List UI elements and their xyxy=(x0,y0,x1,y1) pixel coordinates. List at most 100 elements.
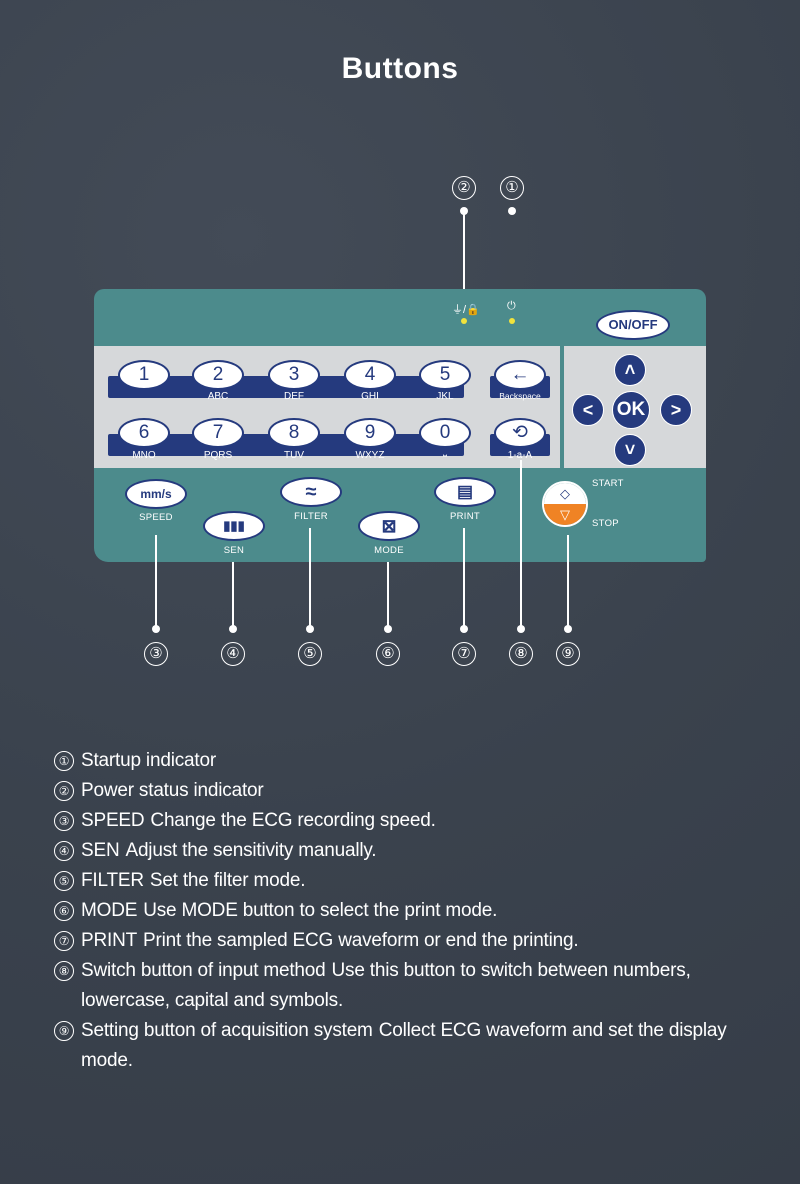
key-5[interactable]: 5 xyxy=(419,360,471,390)
input-switch-button[interactable]: ⟲ xyxy=(494,418,546,448)
key-0-space: ⎵ xyxy=(443,446,447,457)
legend-text: Set the filter mode. xyxy=(149,870,306,891)
key-7-letters: PQRS xyxy=(203,450,233,461)
legend-number: ④ xyxy=(54,841,74,861)
key-3-letters: DEF xyxy=(284,391,304,402)
filter-label: FILTER xyxy=(294,511,328,522)
page-title: Buttons xyxy=(341,52,459,85)
key-9[interactable]: 9 xyxy=(344,418,396,448)
key-5-letters: JKL xyxy=(436,391,454,402)
sen-button[interactable]: ▮▮▮ xyxy=(203,511,265,541)
ecg-control-panel: ⏚/🔒 ⏻ ON/OFF 1 2 3 4 5 ← ABC DEF GHI JKL… xyxy=(94,289,706,562)
legend-text: Startup indicator xyxy=(81,750,216,771)
callout-7-line xyxy=(463,528,465,629)
key-6-letters: MNO xyxy=(132,450,156,461)
key-7[interactable]: 7 xyxy=(192,418,244,448)
callout-8-line xyxy=(520,460,522,629)
key-0[interactable]: 0 xyxy=(419,418,471,448)
callout-3-line xyxy=(155,535,157,629)
filter-button[interactable]: ≈ xyxy=(280,477,342,507)
sen-label: SEN xyxy=(223,545,245,556)
callout-5-line xyxy=(309,528,311,629)
callout-8-dot xyxy=(517,625,525,633)
input-switch-label: 1-a-A xyxy=(507,450,533,461)
stop-icon[interactable]: ▽ xyxy=(544,504,586,525)
start-stop-button[interactable]: ◇ ▽ xyxy=(542,481,588,527)
legend-text: Power status indicator xyxy=(81,780,264,801)
button-legend: ① Startup indicator ② Power status indicat… xyxy=(54,746,754,1076)
startup-led xyxy=(509,318,515,324)
callout-3: ③ xyxy=(144,642,168,666)
legend-text: Change the ECG recording speed. xyxy=(150,810,436,831)
callout-4-dot xyxy=(229,625,237,633)
legend-item: ① Startup indicator xyxy=(54,746,754,776)
callout-4-line xyxy=(232,562,234,629)
callout-9-dot xyxy=(564,625,572,633)
power-status-symbol: ⏚/🔒 xyxy=(452,304,480,316)
legend-key: SEN xyxy=(81,840,120,861)
legend-item: ② Power status indicator xyxy=(54,776,754,806)
navigation-area: ˄ < OK > ˅ xyxy=(564,346,706,468)
legend-key: PRINT xyxy=(81,930,138,951)
key-4[interactable]: 4 xyxy=(344,360,396,390)
key-2-letters: ABC xyxy=(207,391,229,402)
start-icon[interactable]: ◇ xyxy=(544,483,586,504)
key-1[interactable]: 1 xyxy=(118,360,170,390)
down-arrow-button[interactable]: ˅ xyxy=(614,434,646,466)
callout-2-line xyxy=(463,213,465,299)
right-arrow-button[interactable]: > xyxy=(660,394,692,426)
print-button[interactable]: ▤ xyxy=(434,477,496,507)
legend-number: ⑦ xyxy=(54,931,74,951)
callout-5: ⑤ xyxy=(298,642,322,666)
start-label: START xyxy=(592,478,624,489)
legend-key: MODE xyxy=(81,900,138,921)
callout-2-dot xyxy=(460,207,468,215)
stop-label: STOP xyxy=(592,518,619,529)
callout-7: ⑦ xyxy=(452,642,476,666)
callout-6-dot xyxy=(384,625,392,633)
callout-6-line xyxy=(387,562,389,629)
legend-text: Collect ECG waveform and set the display… xyxy=(81,1020,727,1071)
legend-key: FILTER xyxy=(81,870,144,891)
callout-1-dot xyxy=(508,207,516,215)
callout-3-dot xyxy=(152,625,160,633)
up-arrow-button[interactable]: ˄ xyxy=(614,354,646,386)
callout-7-dot xyxy=(460,625,468,633)
legend-number: ② xyxy=(54,781,74,801)
on-off-button[interactable]: ON/OFF xyxy=(596,310,670,340)
callout-2: ② xyxy=(452,176,476,200)
callout-9-line xyxy=(567,535,569,629)
legend-number: ⑨ xyxy=(54,1021,74,1041)
legend-text: Use MODE button to select the print mode… xyxy=(143,900,498,921)
print-label: PRINT xyxy=(450,511,480,522)
legend-number: ⑧ xyxy=(54,961,74,981)
legend-number: ⑤ xyxy=(54,871,74,891)
legend-key: SPEED xyxy=(81,810,145,831)
key-8[interactable]: 8 xyxy=(268,418,320,448)
legend-number: ① xyxy=(54,751,74,771)
ok-button[interactable]: OK xyxy=(612,391,650,429)
speed-button[interactable]: mm/s xyxy=(125,479,187,509)
legend-number: ③ xyxy=(54,811,74,831)
left-arrow-button[interactable]: < xyxy=(572,394,604,426)
legend-key: Setting button of acquisition system xyxy=(81,1020,373,1041)
key-2[interactable]: 2 xyxy=(192,360,244,390)
mode-button[interactable]: ⊠ xyxy=(358,511,420,541)
key-6[interactable]: 6 xyxy=(118,418,170,448)
callout-8: ⑧ xyxy=(509,642,533,666)
key-3[interactable]: 3 xyxy=(268,360,320,390)
backspace-button[interactable]: ← xyxy=(494,360,546,390)
callout-5-dot xyxy=(306,625,314,633)
callout-6: ⑥ xyxy=(376,642,400,666)
callout-9: ⑨ xyxy=(556,642,580,666)
callout-4: ④ xyxy=(221,642,245,666)
key-9-letters: WXYZ xyxy=(355,450,385,461)
legend-text: Print the sampled ECG waveform or end th… xyxy=(143,930,579,951)
mode-label: MODE xyxy=(374,545,404,556)
